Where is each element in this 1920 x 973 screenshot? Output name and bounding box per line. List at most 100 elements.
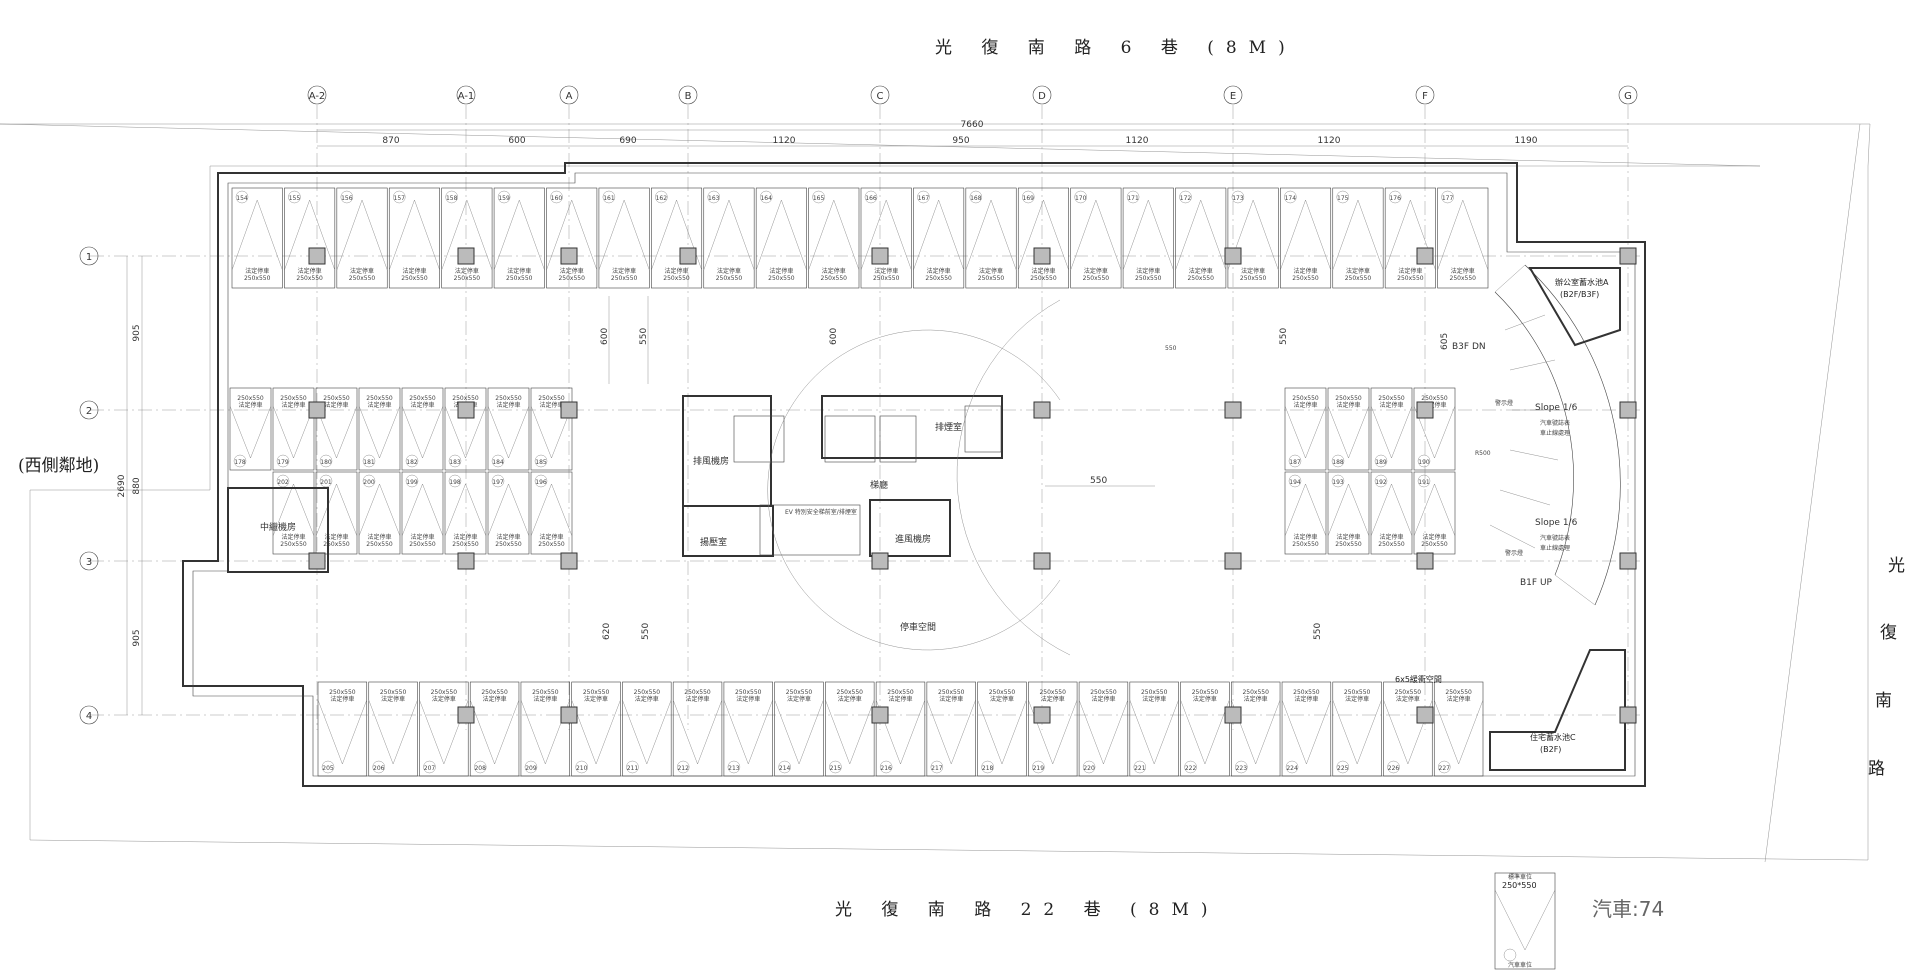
stall-size: 250x550: [611, 275, 638, 282]
stall-note: 法定停車: [1447, 695, 1471, 703]
stall-size: 250x550: [401, 275, 428, 282]
svg-text:690: 690: [619, 136, 636, 146]
ramp: B3F DN B1F UP Slope 1/6 Slope 1/6 汽車號誌表 …: [767, 264, 1621, 656]
stall-note: 法定停車: [455, 267, 479, 275]
svg-text:汽車號誌表: 汽車號誌表: [1540, 419, 1570, 427]
column: [308, 401, 326, 419]
column: [308, 552, 326, 570]
svg-text:車止線處理: 車止線處理: [1540, 544, 1570, 552]
svg-text:汽車車位: 汽車車位: [1508, 961, 1532, 969]
svg-text:A-2: A-2: [309, 91, 326, 102]
stall-number: 168: [970, 195, 982, 202]
stall-note: 法定停車: [1136, 267, 1160, 275]
stall-size: 250x550: [1293, 689, 1320, 696]
stall-size: 250x550: [323, 541, 350, 548]
stall-number: 185: [535, 459, 547, 466]
stall-number: 165: [813, 195, 825, 202]
stall-note: 法定停車: [838, 695, 862, 703]
stall-size: 250x550: [925, 275, 952, 282]
svg-text:905: 905: [132, 629, 142, 646]
stall-size: 250x550: [452, 395, 479, 402]
column: [457, 401, 475, 419]
buffer-label: 6x5緩衝空間: [1395, 674, 1442, 684]
stall-number: 176: [1389, 195, 1401, 202]
column: [1033, 247, 1051, 265]
stall-number: 183: [449, 459, 461, 466]
stall-size: 250x550: [1083, 275, 1110, 282]
svg-text:600: 600: [829, 328, 839, 345]
stall-note: 法定停車: [1193, 695, 1217, 703]
street-label-right: 光 復 南 路: [1868, 556, 1905, 779]
stall-size: 250x550: [495, 541, 522, 548]
stall-size: 250x550: [495, 395, 522, 402]
stall-number: 158: [446, 195, 458, 202]
stall-size: 250x550: [1242, 689, 1269, 696]
column: [1224, 247, 1242, 265]
stall-note: 法定停車: [1379, 533, 1403, 541]
svg-text:4: 4: [86, 711, 92, 722]
stall-number: 177: [1442, 195, 1454, 202]
stall-size: 250x550: [506, 275, 533, 282]
svg-text:600: 600: [600, 328, 610, 345]
column: [1416, 247, 1434, 265]
stall-size: 250x550: [768, 275, 795, 282]
svg-text:車止線處理: 車止線處理: [1540, 429, 1570, 437]
stall-number: 212: [677, 765, 689, 772]
column: [1619, 247, 1637, 265]
column: [560, 401, 578, 419]
room-exhaust-b: 進風機房: [895, 533, 931, 545]
column: [1619, 552, 1637, 570]
stall-size: 250x550: [244, 275, 271, 282]
stall-size: 250x550: [873, 275, 900, 282]
stall-number: 175: [1337, 195, 1349, 202]
stall-number: 208: [474, 765, 486, 772]
stall-note: 法定停車: [367, 533, 391, 541]
stall-number: 179: [277, 459, 289, 466]
stall-size: 250x550: [380, 689, 407, 696]
stall-size: 250x550: [1335, 541, 1362, 548]
stall-size: 250x550: [481, 689, 508, 696]
legend: 標準車位 250*550 汽車車位 汽車:74: [1494, 872, 1664, 970]
stall-number: 206: [373, 765, 385, 772]
stall-number: 193: [1332, 479, 1344, 486]
stall-size: 250x550: [1344, 689, 1371, 696]
column: [871, 552, 889, 570]
stall-size: 250x550: [1090, 689, 1117, 696]
stall-size: 250x550: [837, 689, 864, 696]
stall-size: 250x550: [786, 689, 813, 696]
stall-size: 250x550: [887, 689, 914, 696]
stall-size: 250x550: [1030, 275, 1057, 282]
column: [1619, 706, 1637, 724]
street-label-left: (西側鄰地): [18, 456, 99, 476]
stall-number: 227: [1439, 765, 1451, 772]
top-dimensions: 7660 870 600 690 1120 950 1120 1120 1190: [317, 120, 1628, 147]
svg-text:1190: 1190: [1515, 136, 1538, 146]
stall-row-1: 154250x550法定停車155250x550法定停車156250x550法定…: [231, 187, 1489, 289]
stall-number: 217: [931, 765, 943, 772]
room-lobby: 排煙室: [935, 421, 962, 433]
stall-number: 216: [880, 765, 892, 772]
svg-text:1: 1: [86, 252, 92, 263]
stall-number: 169: [1023, 195, 1035, 202]
svg-text:550: 550: [1279, 328, 1289, 345]
stall-size: 250x550: [1292, 395, 1319, 402]
